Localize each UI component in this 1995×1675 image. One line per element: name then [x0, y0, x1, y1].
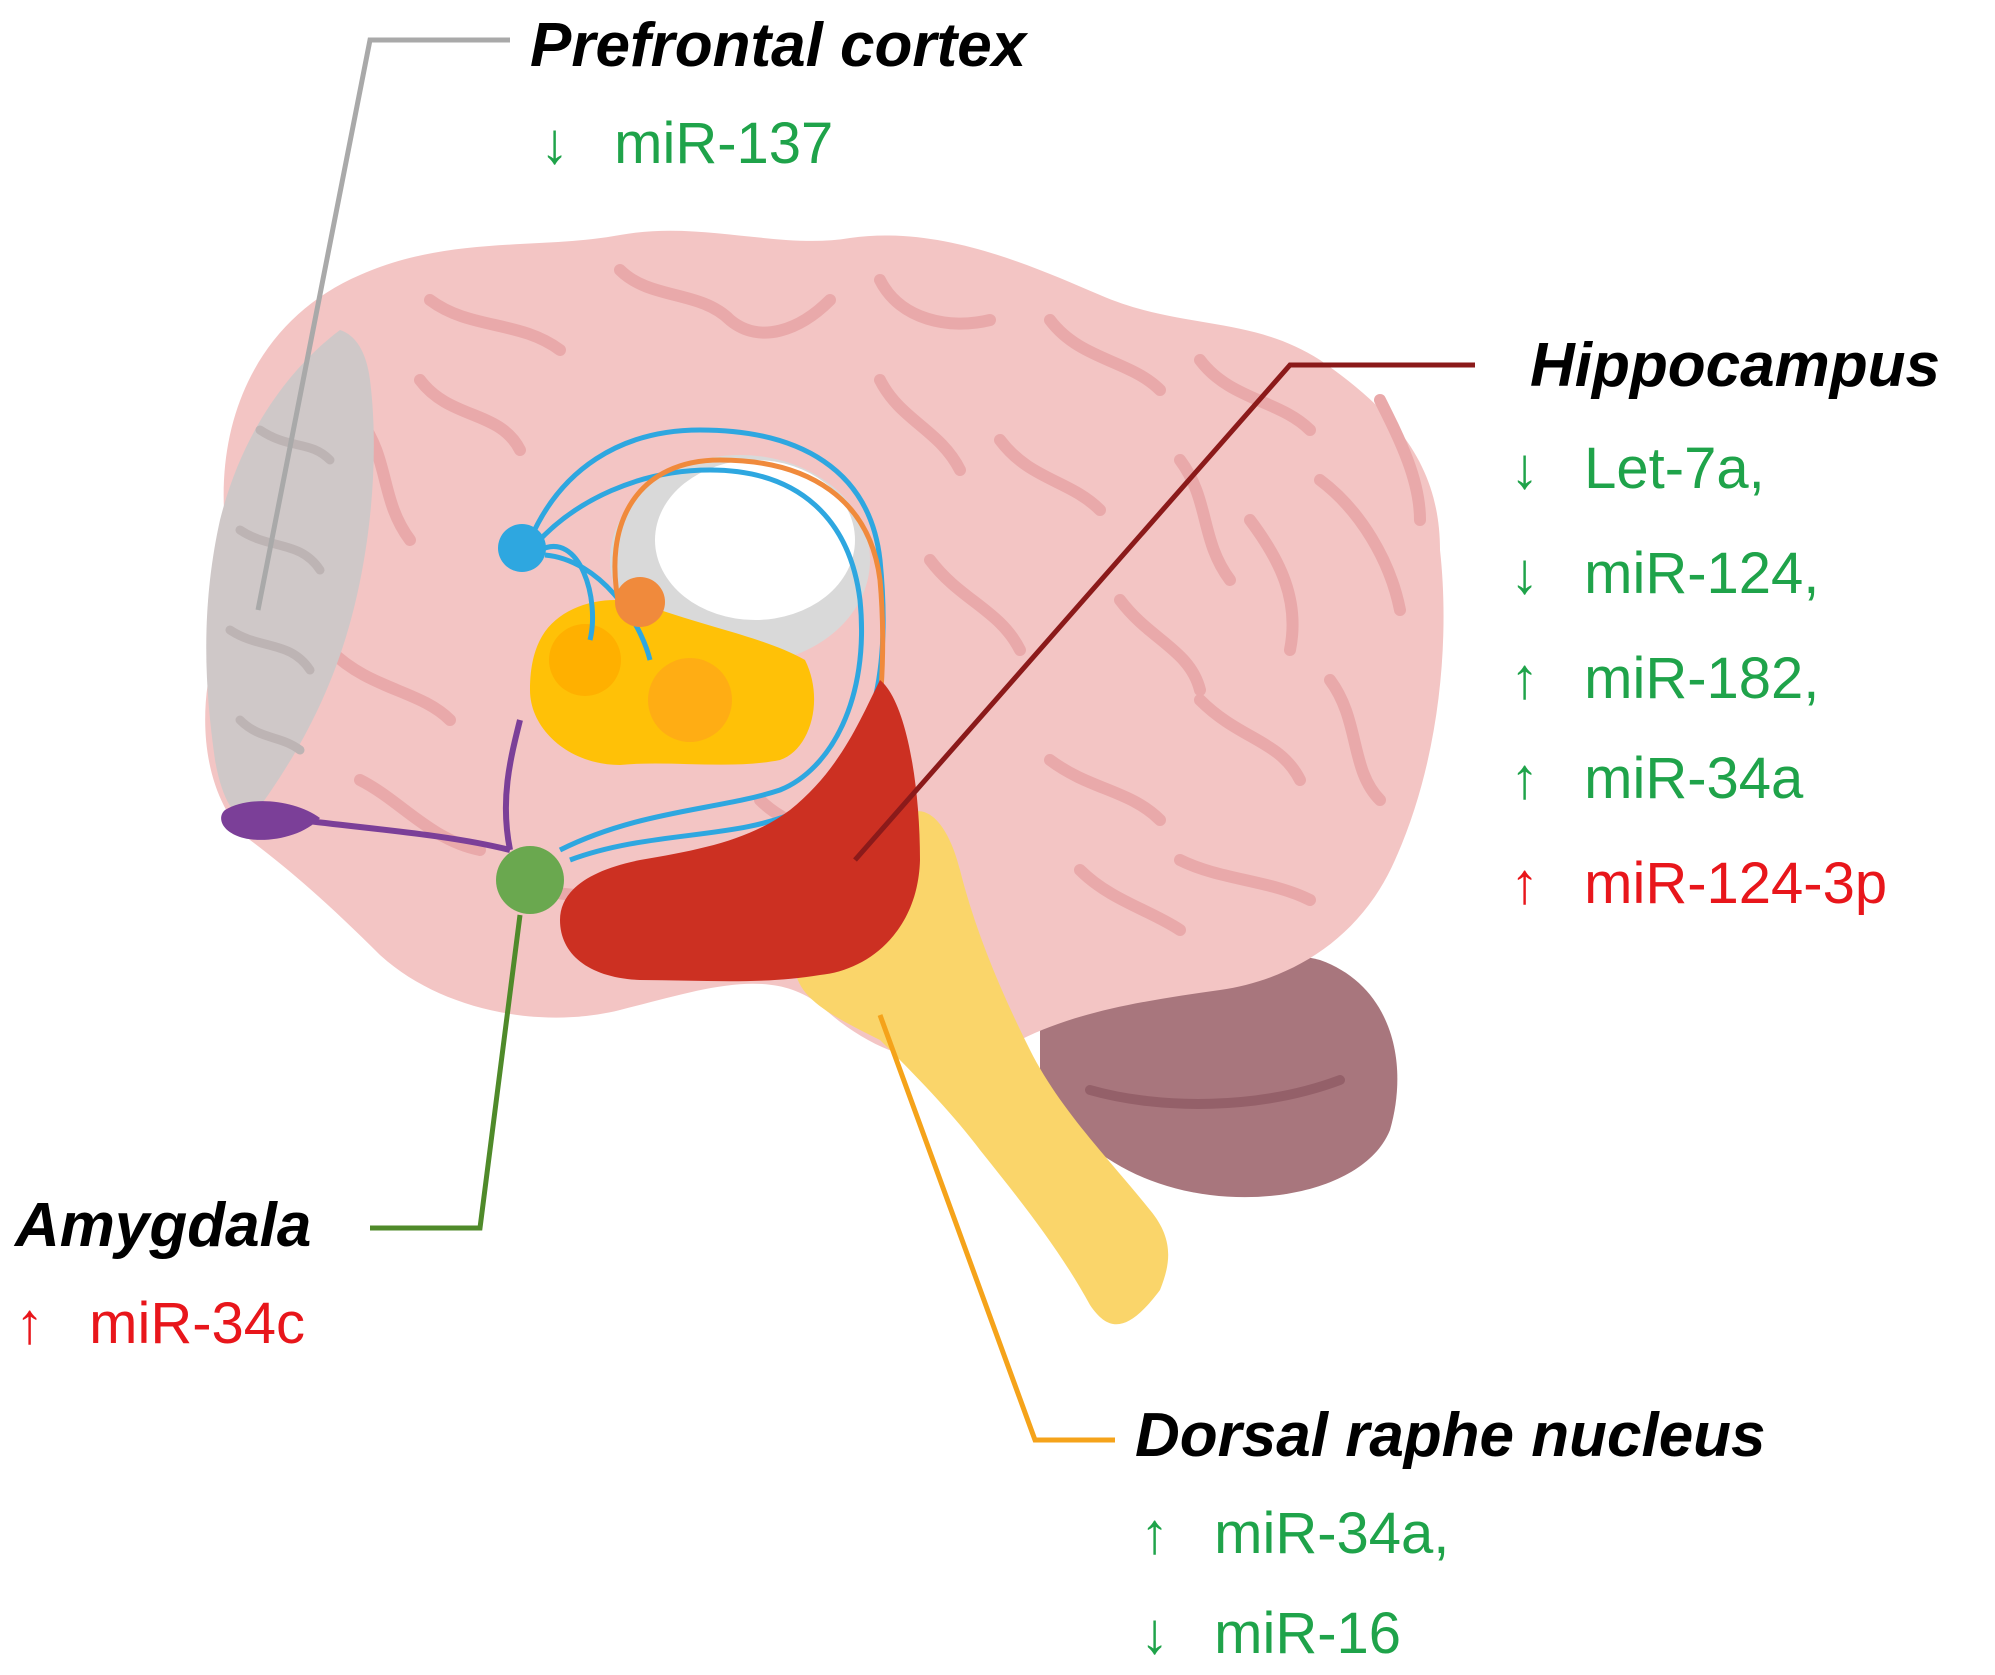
amygdala-title: Amygdala	[15, 1191, 312, 1260]
mirna-label: miR-34a	[1584, 746, 1804, 811]
prefrontal-folds	[225, 425, 335, 755]
raphe-item: ↓ miR-16	[1140, 1605, 1401, 1663]
down-arrow-icon: ↓	[1510, 436, 1539, 501]
thalamus-nucleus	[549, 624, 621, 696]
hippocampus-item: ↓ miR-124,	[1510, 545, 1819, 603]
up-arrow-icon: ↑	[1510, 746, 1539, 811]
blue-nucleus	[498, 524, 546, 572]
tract-purple	[299, 719, 523, 853]
hippocampus-item: ↑ miR-182,	[1510, 650, 1819, 708]
up-arrow-icon: ↑	[1510, 851, 1539, 916]
purple-nucleus	[221, 801, 320, 840]
cerebellum-fold	[1085, 1075, 1345, 1109]
hippocampus-title: Hippocampus	[1530, 331, 1940, 400]
hippocampus-item: ↓ Let-7a,	[1510, 440, 1765, 498]
raphe-title: Dorsal raphe nucleus	[1135, 1401, 1766, 1470]
amygdala-item: ↑ miR-34c	[15, 1295, 305, 1353]
up-arrow-icon: ↑	[1510, 646, 1539, 711]
prefrontal-title: Prefrontal cortex	[530, 11, 1027, 80]
amygdala	[496, 846, 564, 914]
cerebellum	[1040, 951, 1398, 1198]
mirna-label: miR-124-3p	[1584, 851, 1888, 916]
raphe-leader-line	[877, 1014, 1115, 1443]
mirna-label: miR-34a,	[1214, 1501, 1450, 1566]
prefrontal-region	[206, 330, 374, 820]
amygdala-leader-line	[370, 914, 523, 1231]
mirna-label: Let-7a,	[1584, 436, 1765, 501]
hippocampus	[560, 680, 920, 982]
prefrontal-leader-line	[255, 37, 510, 611]
hippocampus-item: ↑ miR-34a	[1510, 750, 1803, 808]
up-arrow-icon: ↑	[1140, 1501, 1169, 1566]
down-arrow-icon: ↓	[1140, 1601, 1169, 1666]
down-arrow-icon: ↓	[1510, 541, 1539, 606]
hippocampus-item: ↑ miR-124-3p	[1510, 855, 1887, 913]
down-arrow-icon: ↓	[540, 111, 569, 176]
orange-nucleus	[615, 577, 665, 627]
up-arrow-icon: ↑	[15, 1291, 44, 1356]
mirna-label: miR-16	[1214, 1601, 1402, 1666]
hippocampus-leader-line	[853, 362, 1475, 862]
mirna-label: miR-34c	[89, 1291, 306, 1356]
raphe-item: ↑ miR-34a,	[1140, 1505, 1449, 1563]
prefrontal-item: ↓ miR-137	[540, 115, 833, 173]
thalamus-nucleus	[648, 658, 732, 742]
mirna-label: miR-137	[614, 111, 834, 176]
mirna-label: miR-182,	[1584, 646, 1820, 711]
mirna-label: miR-124,	[1584, 541, 1820, 606]
